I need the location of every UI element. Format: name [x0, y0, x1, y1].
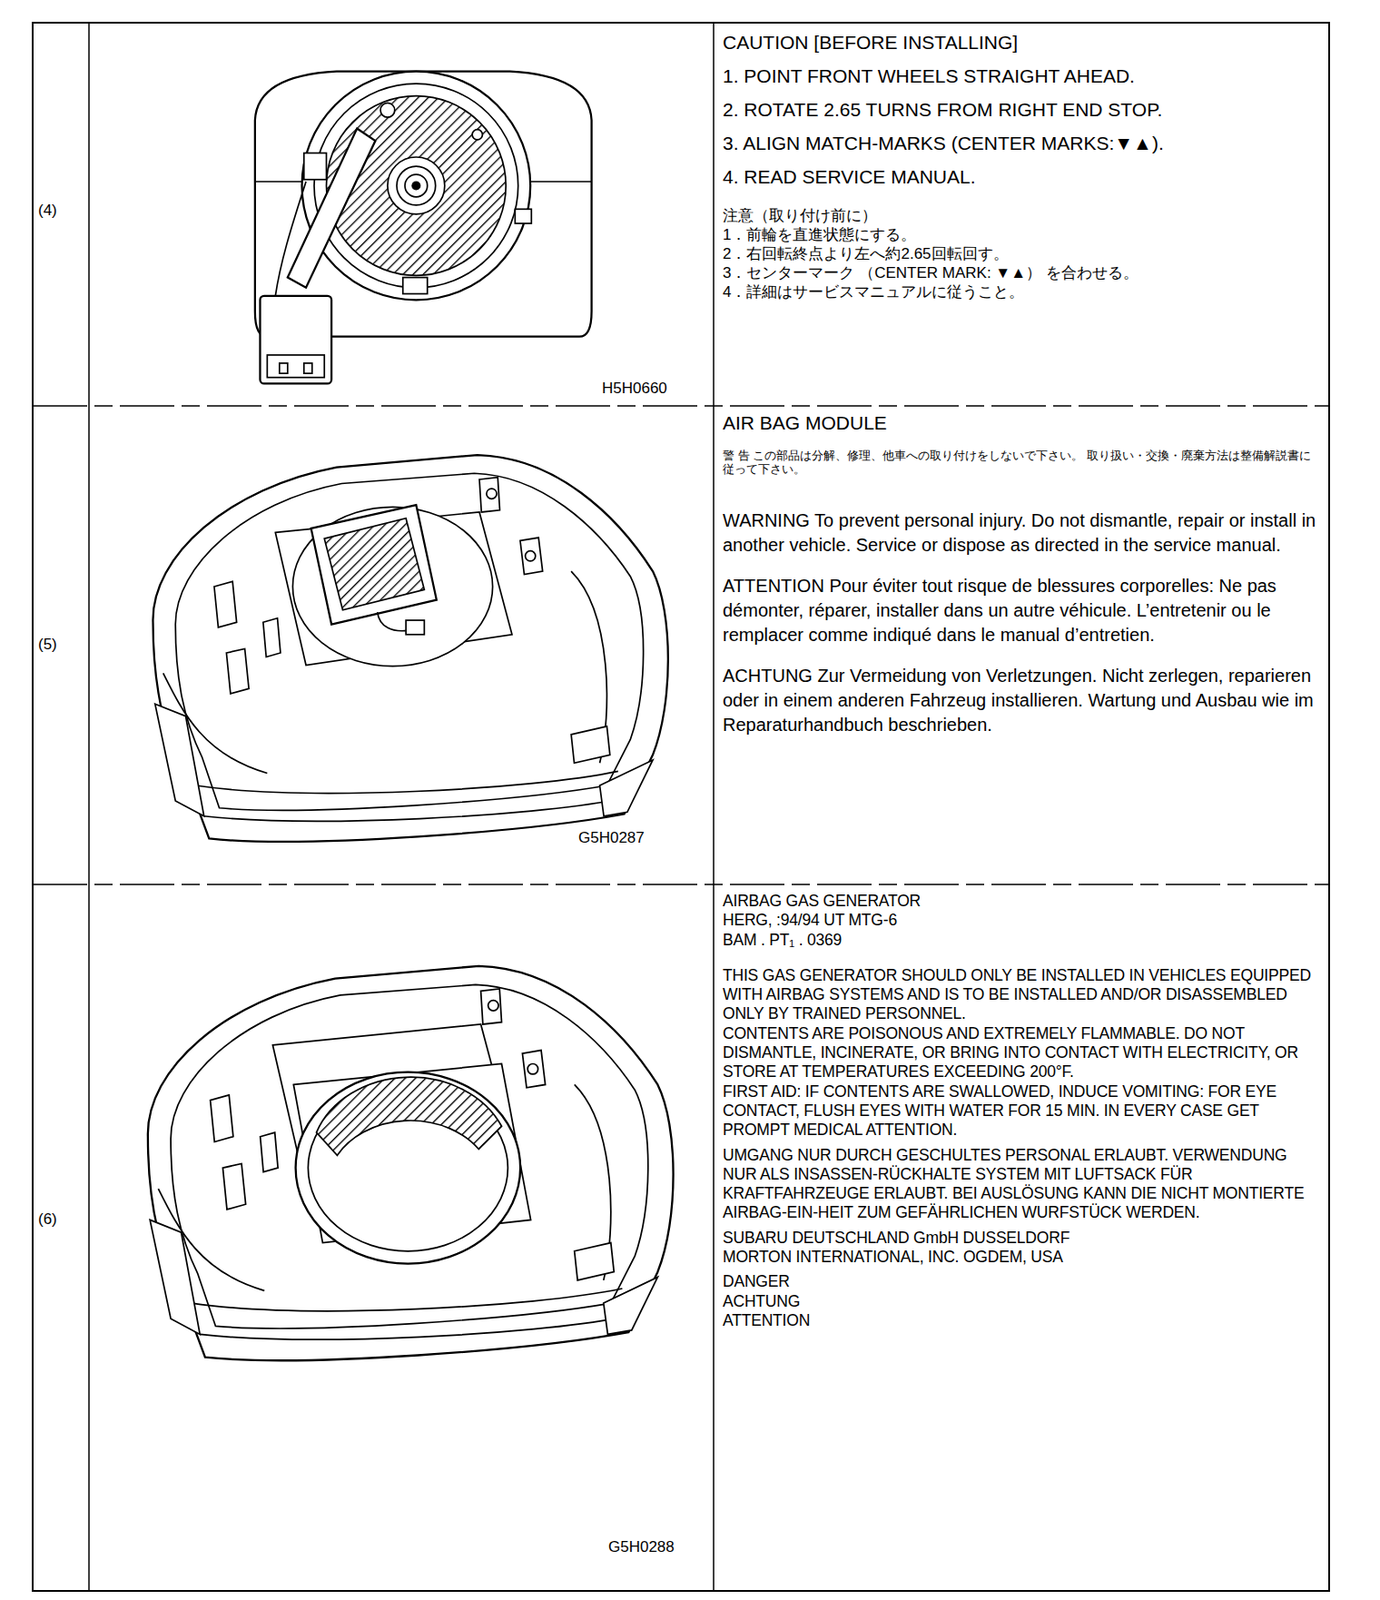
label-hatched [324, 518, 424, 611]
connector-slot [304, 363, 313, 374]
signal-word: ACHTUNG [722, 1291, 1322, 1311]
wire [275, 181, 306, 296]
row-rule [32, 883, 1330, 886]
tab [514, 208, 532, 224]
label-frame [311, 504, 437, 624]
row-number: (5) [38, 635, 58, 654]
illustrations [147, 71, 674, 1361]
column-rule [712, 22, 715, 1591]
figure-code: G5H0287 [578, 828, 645, 848]
connector-slot [279, 363, 288, 374]
signal-word: DANGER [722, 1271, 1322, 1292]
label-heading: AIRBAG GAS GENERATOR [722, 891, 1322, 911]
japanese-note: 2．右回転終点より左へ約2.65回転回す。 [722, 244, 1322, 264]
warning-text: ATTENTION Pour éviter tout risque de ble… [722, 573, 1322, 648]
label-heading: AIR BAG MODULE [722, 410, 1322, 436]
japanese-note: 注意（取り付け前に） [722, 206, 1322, 226]
text-column: AIRBAG GAS GENERATORHERG, :94/94 UT MTG-… [722, 891, 1322, 1331]
warning-text: UMGANG NUR DURCH GESCHULTES PERSONAL ERL… [722, 1145, 1322, 1223]
module-body [152, 454, 668, 842]
figure-code: G5H0288 [608, 1537, 675, 1557]
label-line: HERG, :94/94 UT MTG-6 [722, 910, 1322, 930]
airbag-module-illustration [152, 454, 668, 842]
manufacturer-line: SUBARU DEUTSCHLAND GmbH DUSSELDORF [722, 1228, 1322, 1248]
instruction-line: 4. READ SERVICE MANUAL. [722, 159, 1322, 194]
tab [403, 277, 428, 295]
figure-code: H5H0660 [601, 379, 668, 398]
housing-seam [530, 180, 592, 183]
warning-text: ACHTUNG Zur Vermeidung von Verletzungen.… [722, 663, 1322, 738]
generator-body [295, 1072, 522, 1264]
caution-heading: CAUTION [BEFORE INSTALLING] [722, 25, 1322, 60]
flat-cable [287, 128, 376, 288]
hub [387, 157, 445, 215]
text-column: CAUTION [BEFORE INSTALLING]1. POINT FRON… [722, 25, 1322, 302]
gas-generator-illustration [147, 966, 674, 1361]
japanese-warning: 警 告 この部品は分解、修理、他車への取り付けをしないで下さい。 取り扱い・交換… [722, 448, 1322, 476]
warning-text: THIS GAS GENERATOR SHOULD ONLY BE INSTAL… [722, 966, 1322, 1025]
japanese-note: 1．前輪を直進状態にする。 [722, 225, 1322, 245]
warning-text: FIRST AID: IF CONTENTS ARE SWALLOWED, IN… [722, 1082, 1322, 1141]
table-frame [32, 22, 1330, 1591]
signal-word: ATTENTION [722, 1311, 1322, 1331]
label-hatched [316, 1076, 503, 1155]
instruction-line: 1. POINT FRONT WHEELS STRAIGHT AHEAD. [722, 59, 1322, 93]
warning-text: WARNING To prevent personal injury. Do n… [722, 508, 1322, 558]
pin [380, 102, 395, 118]
hub [404, 174, 428, 198]
text-column: AIR BAG MODULE 警 告 この部品は分解、修理、他車への取り付けをしな… [722, 410, 1322, 738]
column-rule [88, 22, 90, 1591]
pin [472, 129, 483, 140]
hub [396, 166, 436, 206]
instruction-line: 2. ROTATE 2.65 TURNS FROM RIGHT END STOP… [722, 92, 1322, 127]
label-line: BAM . PT₁ . 0369 [722, 930, 1322, 950]
tab [304, 153, 327, 180]
connector [405, 620, 424, 635]
warning-text: CONTENTS ARE POISONOUS AND EXTREMELY FLA… [722, 1024, 1322, 1083]
table-border [32, 22, 1330, 1591]
japanese-note: 3．センターマーク （CENTER MARK: ▼▲） を合わせる。 [722, 263, 1322, 283]
instruction-line: 3. ALIGN MATCH-MARKS (CENTER MARKS:▼▲). [722, 126, 1322, 160]
connector [259, 295, 332, 385]
clock-spring-illustration [255, 71, 592, 385]
row-number: (6) [38, 1210, 58, 1229]
manufacturer-line: MORTON INTERNATIONAL, INC. OGDEM, USA [722, 1247, 1322, 1267]
wire [377, 611, 409, 631]
housing-seam [255, 180, 305, 183]
row-number: (4) [38, 201, 58, 220]
row-rule [32, 404, 1330, 407]
connector-face [266, 354, 325, 378]
japanese-note: 4．詳細はサービスマニュアルに従うこと。 [722, 282, 1322, 302]
hub [412, 181, 421, 190]
module-body [147, 966, 674, 1361]
